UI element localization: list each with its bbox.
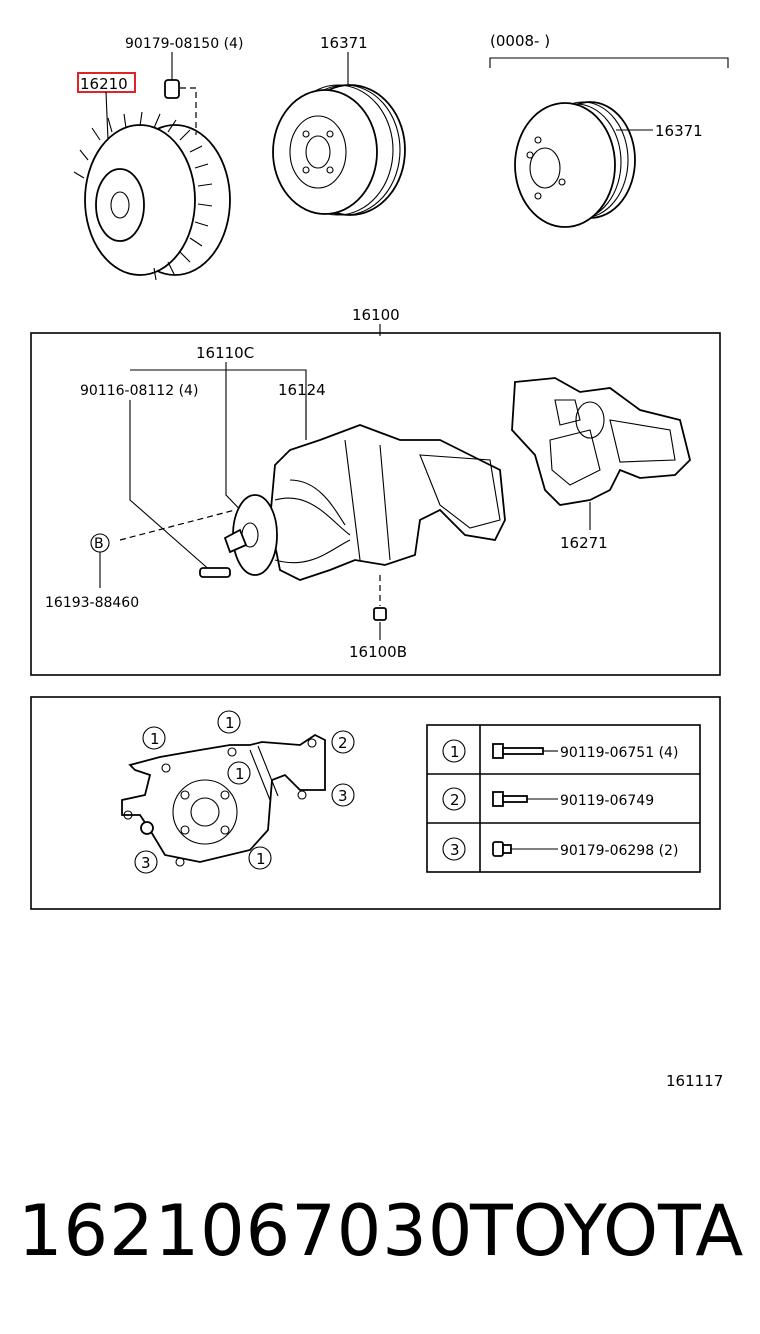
fan-clutch-drawing (73, 79, 231, 281)
plug-marker: B (94, 536, 104, 552)
assembly-label: 16100 (352, 306, 400, 324)
gasket-label: 16271 (560, 534, 608, 552)
nut-3-icon (492, 841, 512, 857)
gasket-drawing (511, 377, 691, 506)
footer-brand: TOYOTA (470, 1190, 744, 1272)
water-pump-drawing (199, 424, 506, 621)
callout-1b: 1 (217, 710, 241, 734)
bolt-table: 1 90119-06751 (4) 2 90119-06749 3 (426, 724, 701, 873)
callout-1c: 1 (227, 761, 251, 785)
footer-part-number: 1621067030 (18, 1190, 474, 1272)
nut-label: 90179-08150 (4) (125, 36, 243, 52)
bolt-location-drawing (121, 733, 326, 867)
svg-text:3: 3 (338, 787, 348, 805)
callout-3a: 3 (331, 783, 355, 807)
svg-text:3: 3 (141, 854, 151, 872)
bolt-part-3: 90179-06298 (2) (560, 843, 678, 859)
svg-text:1: 1 (256, 850, 266, 868)
bolt-row-1: 1 90119-06751 (4) (442, 739, 678, 763)
svg-text:1: 1 (235, 765, 245, 783)
svg-text:1: 1 (225, 714, 235, 732)
plug-label: 16193-88460 (45, 595, 139, 611)
svg-text:1: 1 (150, 730, 160, 748)
seal-label: 16124 (278, 381, 326, 399)
bolt-key-3: 3 (450, 841, 460, 859)
drain-label: 16100B (349, 643, 407, 661)
diagram-code: 161117 (666, 1072, 724, 1090)
date-range-label: (0008- ) (490, 32, 550, 50)
bolt-1-icon (492, 743, 544, 759)
stud-label: 90116-08112 (4) (80, 383, 198, 399)
bolt-part-1: 90119-06751 (4) (560, 745, 678, 761)
bolt-frame (30, 696, 721, 910)
bolt-key-1: 1 (450, 743, 460, 761)
svg-text:2: 2 (338, 734, 348, 752)
fan-clutch-label: 16210 (80, 75, 128, 93)
bolt-2-icon (492, 791, 528, 807)
bolt-row-2: 2 90119-06749 (442, 787, 654, 811)
callout-2: 2 (331, 730, 355, 754)
callout-1a: 1 (142, 726, 166, 750)
pulley-label-2: 16371 (655, 122, 703, 140)
pulley-drawing-2 (514, 101, 636, 228)
impeller-label: 16110C (196, 344, 254, 362)
bolt-row-3: 3 90179-06298 (2) (442, 837, 678, 861)
bolt-part-2: 90119-06749 (560, 793, 654, 809)
bolt-key-2: 2 (450, 791, 460, 809)
pulley-label: 16371 (320, 34, 368, 52)
callout-1d: 1 (248, 846, 272, 870)
callout-3b: 3 (134, 850, 158, 874)
pulley-drawing (272, 84, 406, 216)
pump-frame (30, 332, 721, 676)
